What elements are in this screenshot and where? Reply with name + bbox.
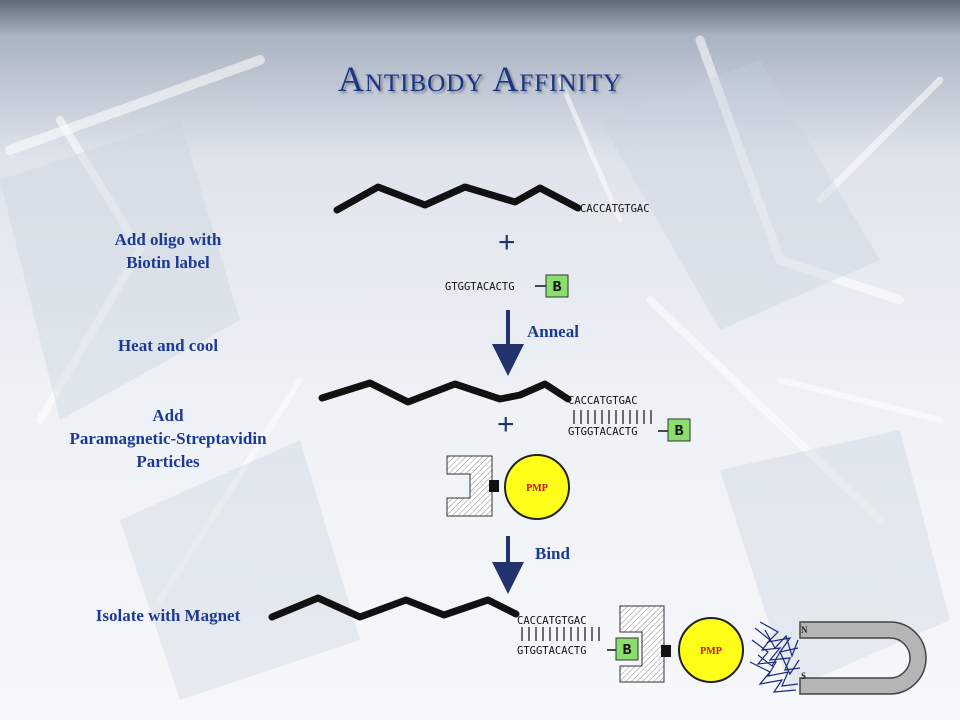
antibody-tail-sequence: CACCATGTGAC bbox=[517, 615, 587, 627]
step-add-oligo-label: Add oligo with Biotin label bbox=[88, 228, 248, 274]
step-add-pmp-line1: Add bbox=[152, 406, 184, 425]
plus-sign: + bbox=[497, 408, 515, 441]
antibody-tail-sequence: CACCATGTGAC bbox=[568, 395, 638, 407]
pmp-label: PMP bbox=[526, 483, 548, 494]
biotin-label-box bbox=[667, 418, 691, 442]
binding-block bbox=[489, 480, 499, 492]
step-isolate-label: Isolate with Magnet bbox=[95, 606, 241, 625]
antibody-strand bbox=[268, 594, 520, 621]
streptavidin-receptor bbox=[446, 455, 493, 517]
page-title: Antibody Affinity bbox=[337, 59, 623, 99]
base-pair-ticks bbox=[573, 410, 652, 424]
base-pair-ticks bbox=[521, 627, 600, 641]
bind-arrow-label: Bind bbox=[535, 544, 570, 563]
magnet-north-label: N bbox=[801, 625, 808, 635]
antibody-tail-sequence: CACCATGTGAC bbox=[580, 203, 650, 215]
biotin-label-box bbox=[615, 637, 639, 661]
step-heat-cool-label: Heat and cool bbox=[117, 336, 219, 355]
biotin-label-box bbox=[545, 274, 569, 298]
biotin-label: B bbox=[622, 642, 631, 659]
step-add-pmp-line2: Paramagnetic-Streptavidin bbox=[69, 429, 267, 448]
pmp-label: PMP bbox=[700, 646, 722, 657]
streptavidin-receptor bbox=[619, 605, 665, 683]
horseshoe-magnet bbox=[799, 621, 927, 695]
antibody-strand bbox=[333, 183, 582, 214]
binding-block bbox=[661, 645, 671, 657]
oligo-sequence: GTGGTACACTG bbox=[568, 426, 638, 438]
biotin-label: B bbox=[674, 423, 683, 440]
oligo-sequence: GTGGTACACTG bbox=[517, 645, 587, 657]
magnet-south-label: S bbox=[801, 671, 806, 681]
magnetic-field-lines bbox=[749, 621, 801, 693]
pmp-particle bbox=[678, 617, 744, 683]
plus-sign: + bbox=[498, 226, 516, 259]
pmp-particle bbox=[504, 454, 570, 520]
step-add-oligo-line2: Biotin label bbox=[126, 253, 210, 272]
anneal-arrow-label: Anneal bbox=[527, 322, 579, 341]
step-add-oligo-line1: Add oligo with bbox=[114, 230, 222, 249]
antibody-strand bbox=[318, 379, 572, 406]
oligo-sequence: GTGGTACACTG bbox=[445, 281, 515, 293]
biotin-label: B bbox=[552, 279, 561, 296]
step-add-pmp-label: Add Paramagnetic-Streptavidin Particles bbox=[48, 404, 288, 473]
step-add-pmp-line3: Particles bbox=[136, 452, 200, 471]
